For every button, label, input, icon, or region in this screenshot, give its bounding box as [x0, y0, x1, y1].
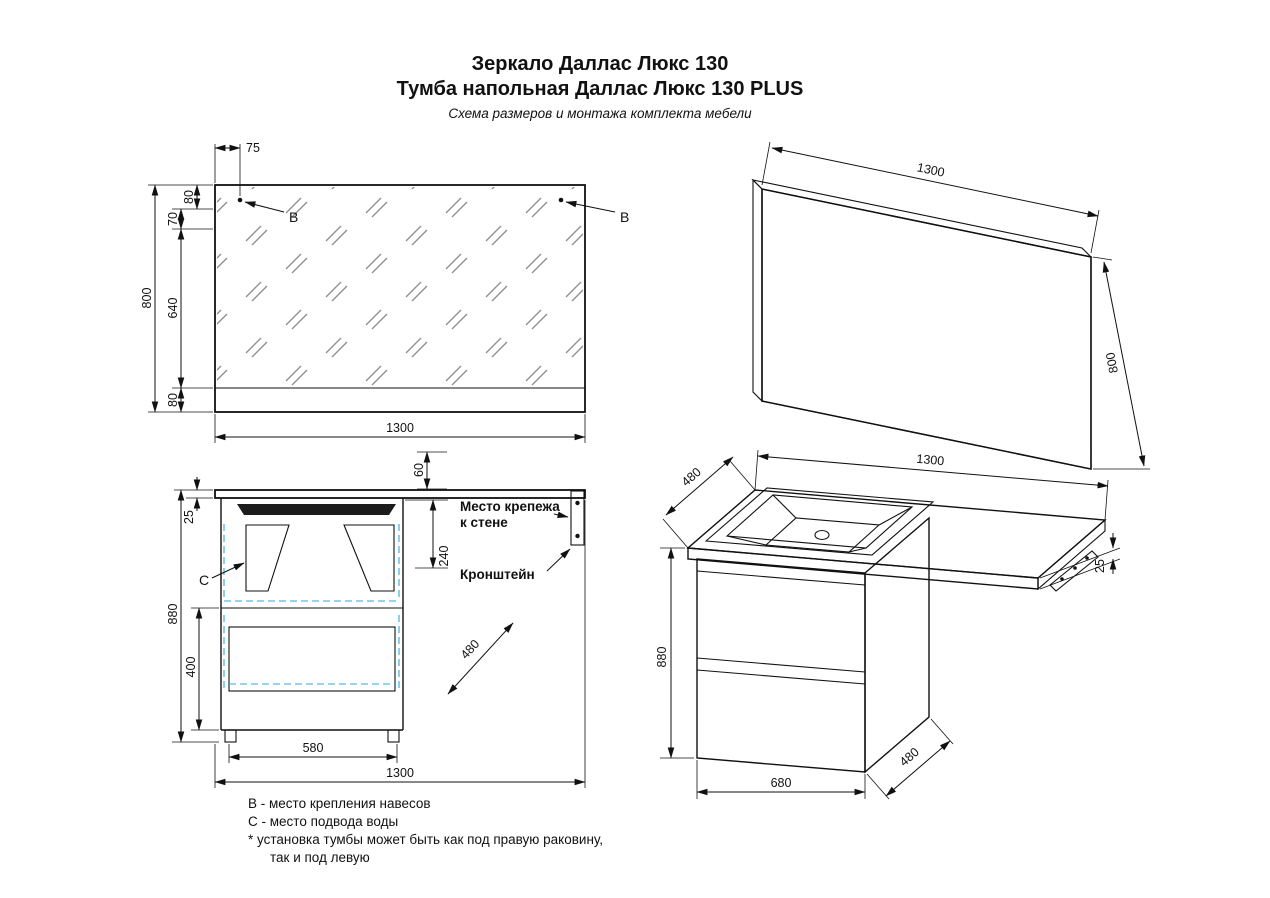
bracket-screw-bottom — [575, 533, 580, 539]
counter-bracket-hole-2 — [1073, 566, 1077, 570]
wall-bracket-plate — [570, 490, 585, 546]
label-c: С — [199, 572, 209, 588]
mount-point-b-left — [237, 197, 243, 203]
drawing-subtitle: Схема размеров и монтажа комплекта мебел… — [448, 106, 752, 121]
note-bracket: Кронштейн — [460, 567, 535, 582]
dim-cabinet-60: 60 — [412, 463, 426, 477]
counter-bracket-hole-1 — [1060, 577, 1064, 581]
mirror-iso-face — [761, 188, 1092, 470]
dim-mirror-80-top: 80 — [182, 190, 196, 204]
cabinet-iso-side-face — [864, 516, 930, 774]
note-wall-mount-line1: Место крепежа — [460, 499, 560, 514]
dim-iso-25: 25 — [1093, 559, 1107, 573]
dim-mirror-80-bottom: 80 — [166, 393, 180, 407]
dim-iso-880: 880 — [655, 647, 669, 668]
legend-item-c: С - место подвода воды — [248, 814, 399, 829]
label-b-left: В — [289, 209, 298, 225]
sink-section-profile — [237, 504, 396, 515]
dim-cabinet-880: 880 — [166, 604, 180, 625]
cabinet-perspective-view: 480 1300 880 25 680 480 — [655, 449, 1121, 800]
drawing-title: Зеркало Даллас Люкс 130 Тумба напольная … — [0, 52, 1200, 121]
legend: В - место крепления навесов С - место по… — [248, 795, 603, 867]
sink-bowl-wall-left — [245, 524, 290, 592]
note-wall-mount-line2: к стене — [460, 515, 508, 530]
counter-bracket-hole-3 — [1085, 556, 1089, 560]
cabinet-leg-right — [387, 729, 400, 743]
dim-cabinet-240: 240 — [437, 546, 451, 567]
sink-drain — [814, 529, 830, 541]
dim-cabinet-580: 580 — [303, 741, 324, 755]
dim-iso-680: 680 — [771, 776, 792, 790]
legend-item-b: В - место крепления навесов — [248, 796, 431, 811]
cabinet-front-view: 60 25 880 400 240 480 580 1300 — [166, 451, 586, 788]
dim-mirror-iso-1300: 1300 — [916, 160, 946, 179]
sink-bottom — [764, 517, 881, 553]
title-mirror: Зеркало Даллас Люкс 130 — [471, 53, 729, 75]
drawer1-groove — [696, 570, 866, 586]
dim-cabinet-480-depth: 480 — [458, 637, 482, 662]
mirror-iso-glass — [761, 188, 1092, 470]
legend-note-line2: так и под левую — [270, 850, 370, 865]
dim-mirror-800: 800 — [140, 288, 154, 309]
dim-cabinet-400: 400 — [184, 657, 198, 678]
label-b-right: В — [620, 209, 629, 225]
cabinet-leg-left — [224, 729, 237, 743]
title-cabinet: Тумба напольная Даллас Люкс 130 PLUS — [396, 78, 804, 100]
mirror-front-view: 75 80 70 640 80 800 1300 В В — [140, 141, 629, 443]
legend-note-line1: * установка тумбы может быть как под пра… — [248, 832, 604, 847]
drawer-box — [228, 626, 396, 692]
sink-bowl-wall-right — [343, 524, 395, 592]
dim-cabinet-25: 25 — [182, 510, 196, 524]
dim-iso-1300: 1300 — [916, 452, 945, 468]
mirror-perspective-view: 1300 800 — [751, 141, 1150, 470]
counter-bracket — [1049, 550, 1099, 592]
dim-mirror-640: 640 — [166, 298, 180, 319]
drawer-divider-iso — [696, 657, 866, 673]
mount-point-b-right — [558, 197, 564, 203]
sink-rim — [704, 487, 935, 556]
sink-opening — [725, 494, 914, 549]
countertop-right-edge — [1037, 518, 1106, 591]
dim-mirror-70: 70 — [166, 212, 180, 226]
mirror-iso-top-edge — [751, 179, 1093, 258]
drawer2-groove — [696, 669, 866, 685]
dim-mirror-75: 75 — [246, 141, 260, 155]
mirror-iso-left-edge — [752, 178, 763, 403]
bracket-screw-top — [575, 500, 580, 506]
countertop-front — [214, 489, 586, 499]
mirror-glass — [217, 187, 583, 386]
dim-mirror-iso-800: 800 — [1103, 351, 1121, 374]
dim-iso-480-bottom: 480 — [897, 745, 922, 769]
dim-mirror-1300: 1300 — [386, 421, 414, 435]
dim-cabinet-1300: 1300 — [386, 766, 414, 780]
